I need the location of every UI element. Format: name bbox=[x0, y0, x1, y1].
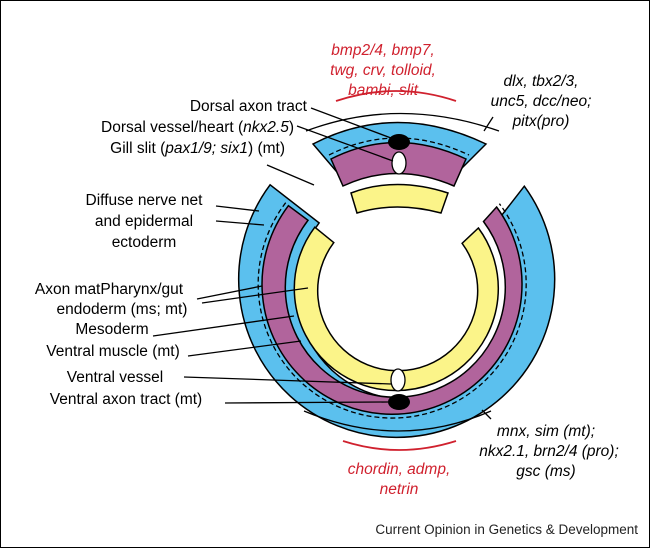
label-axon-mat-pharynx: Axon matPharynx/gut bbox=[35, 281, 184, 298]
label-dorsal-axon-tract: Dorsal axon tract bbox=[190, 98, 308, 115]
label-epidermal: and epidermal bbox=[95, 213, 193, 230]
ventral-black-genes-line-1: mnx, sim (mt); bbox=[497, 423, 595, 440]
label-dorsal-vessel: Dorsal vessel/heart (nkx2.5) bbox=[101, 119, 294, 136]
ventral-vessel-marker bbox=[391, 369, 405, 391]
label-ectoderm: ectoderm bbox=[112, 234, 177, 251]
dorsal-endoderm-layer bbox=[351, 185, 448, 214]
label-gill-slit: Gill slit (pax1/9; six1) (mt) bbox=[110, 140, 285, 157]
label-ventral-axon-tract: Ventral axon tract (mt) bbox=[50, 391, 202, 408]
ventral-black-genes-line-3: gsc (ms) bbox=[516, 463, 575, 480]
label-ventral-muscle: Ventral muscle (mt) bbox=[46, 343, 180, 360]
leader-diffuse-1 bbox=[216, 206, 259, 211]
dorsal-vessel-marker bbox=[392, 152, 406, 174]
dorsal-black-genes-line-1: dlx, tbx2/3, bbox=[504, 73, 579, 90]
ventral-red-genes-line-2: netrin bbox=[380, 481, 419, 498]
dorsal-black-genes-line-2: unc5, dcc/neo; bbox=[491, 93, 592, 110]
label-diffuse-nerve-net: Diffuse nerve net bbox=[86, 192, 204, 209]
ventral-axon-tract-marker bbox=[388, 394, 410, 410]
leader-gill-slit bbox=[267, 165, 314, 185]
dorsal-red-genes-line-2: twg, crv, tolloid, bbox=[330, 62, 436, 79]
ventral-black-genes-line-2: nkx2.1, brn2/4 (pro); bbox=[479, 443, 619, 460]
ventral-red-genes-line-1: chordin, admp, bbox=[348, 461, 451, 478]
label-ventral-vessel: Ventral vessel bbox=[67, 369, 164, 386]
label-gut-endoderm: endoderm (ms; mt) bbox=[57, 301, 188, 318]
dorsal-axon-tract-marker bbox=[388, 134, 410, 150]
dorsal-black-genes-line-3: pitx(pro) bbox=[512, 113, 570, 130]
figure-credit: Current Opinion in Genetics & Developmen… bbox=[375, 522, 638, 537]
ventral-red-arc bbox=[343, 441, 456, 450]
dorsal-red-genes-line-1: bmp2/4, bmp7, bbox=[331, 42, 434, 59]
dorsal-red-genes-line-3: bambi, slit bbox=[348, 82, 418, 99]
label-mesoderm: Mesoderm bbox=[75, 321, 148, 338]
